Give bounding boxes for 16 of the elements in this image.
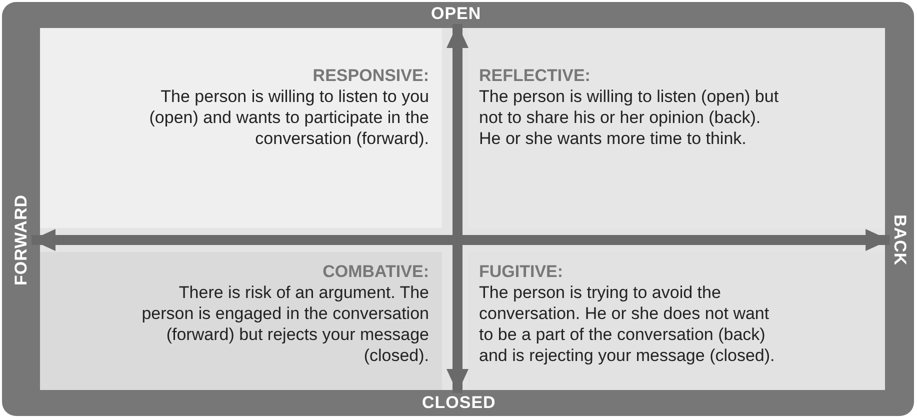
- quadrant-description: The person is willing to listen (open) but not to share his or her opinion (back). He or she wants more time to think.: [479, 86, 780, 149]
- double-arrow: [446, 24, 468, 393]
- double-arrow: [32, 229, 890, 251]
- axis-label: FORWARD: [12, 194, 32, 286]
- quadrant-panel: [40, 252, 442, 390]
- quadrant-heading: REFLECTIVE:: [479, 66, 592, 86]
- axis-label: BACK: [890, 214, 910, 266]
- quadrant-heading: RESPONSIVE:: [312, 66, 429, 86]
- axis-label: OPEN: [431, 4, 482, 24]
- quadrant-heading: COMBATIVE:: [322, 262, 429, 282]
- axis-label: CLOSED: [422, 393, 496, 413]
- quadrant-description: There is risk of an argument. The person is engaged in the conversation (forward) but rejects your message (closed).: [140, 282, 429, 366]
- quadrant-heading: FUGITIVE:: [479, 262, 564, 282]
- quadrant-description: The person is trying to avoid the conversation. He or she does not want to be a part of the conversation (back) and is rejecting your message (closed).: [479, 282, 776, 366]
- quadrant-panel: [40, 28, 442, 228]
- quadrant-description: The person is willing to listen to you (open) and wants to participate in the conversation (forward).: [148, 86, 429, 149]
